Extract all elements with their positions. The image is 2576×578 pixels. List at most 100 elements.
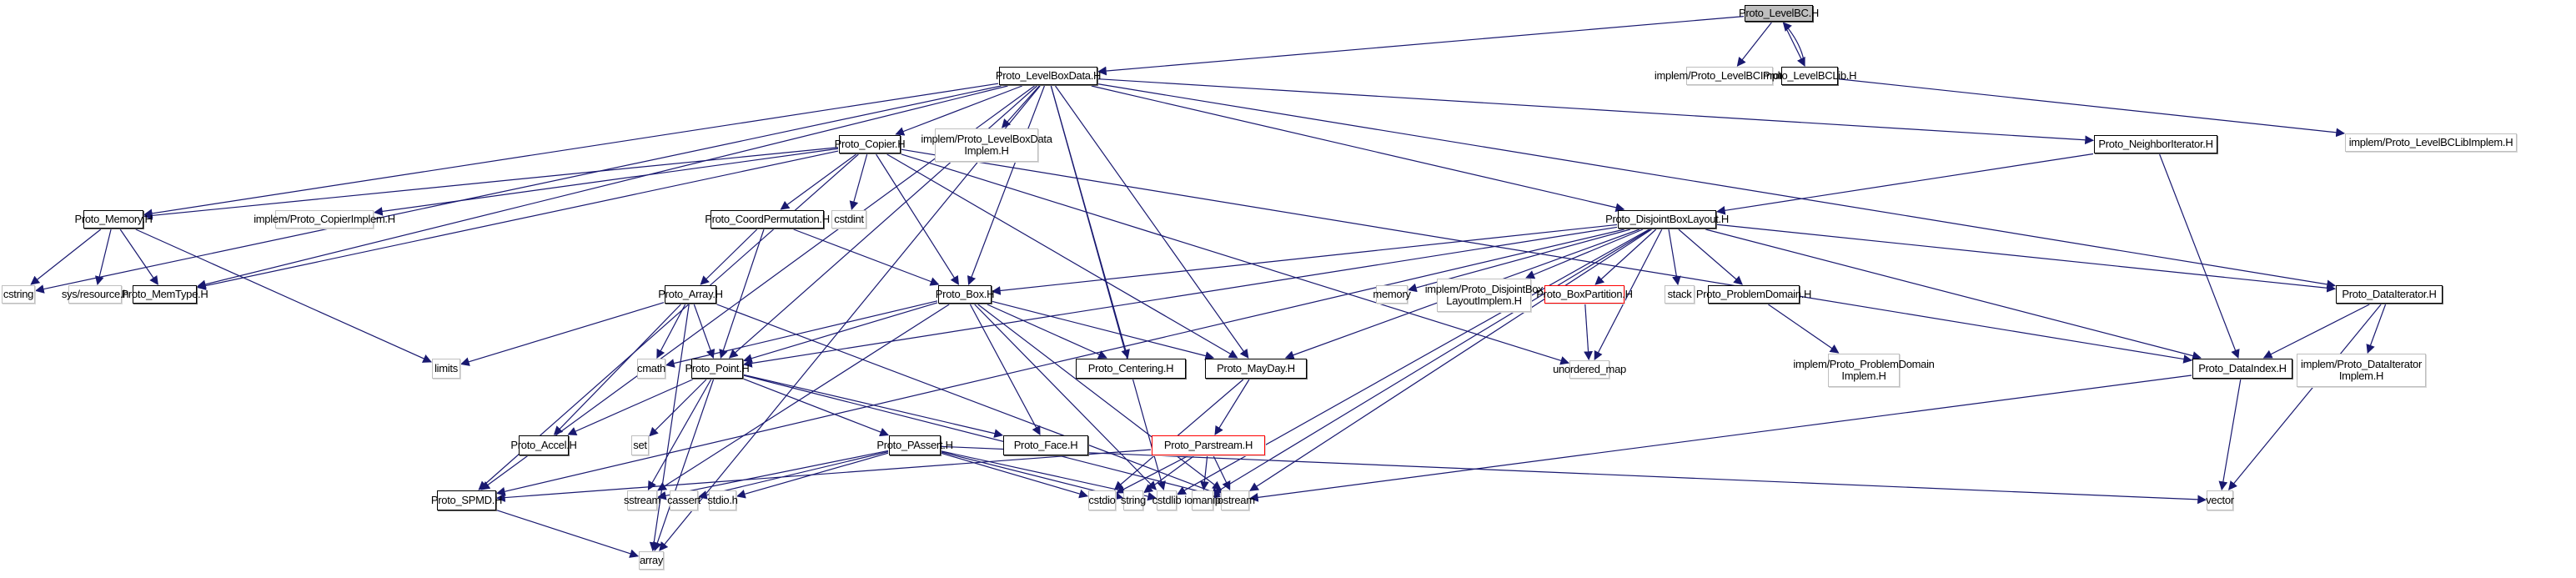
edge-passert-to-vector	[941, 445, 2207, 505]
node-dblimplem: implem/Proto_DisjointBox LayoutImplem.H	[1425, 279, 1544, 312]
node-spmd[interactable]: Proto_SPMD.H	[431, 490, 502, 510]
node-dataindex[interactable]: Proto_DataIndex.H	[2192, 359, 2292, 379]
edge-parstream-to-iomanip	[1200, 455, 1209, 491]
node-memory: memory	[1373, 285, 1411, 304]
edge-array_h-to-iostream	[716, 304, 1222, 496]
node-coordperm[interactable]: Proto_CoordPermutation.H	[705, 210, 830, 229]
edge-lbd-to-dbl	[1091, 85, 1625, 213]
edge-lbd-to-memtype	[196, 85, 1008, 289]
node-mayday[interactable]: Proto_MayDay.H	[1205, 359, 1307, 379]
edge-point-to-face	[743, 374, 1004, 438]
edge-point-to-set	[649, 379, 707, 437]
edge-dbl-to-stack	[1668, 229, 1681, 286]
edge-dataiter-to-dataiterimplem	[2366, 304, 2387, 354]
edge-copier-to-copierimplem	[373, 148, 839, 216]
node-cstdint: cstdint	[831, 210, 866, 229]
edge-lbd-to-memory_h	[143, 83, 999, 219]
edge-array_h-to-point	[693, 304, 716, 359]
node-point[interactable]: Proto_Point.H	[685, 359, 750, 379]
edge-boxpart-to-umap	[1584, 304, 1593, 361]
node-cstdio: cstdio	[1088, 490, 1116, 510]
edge-array_h-to-array	[649, 304, 690, 552]
edge-probdom-to-probdomimplem	[1768, 304, 1840, 354]
edge-copier-to-coordperm	[780, 153, 856, 210]
edge-copier-to-box	[876, 153, 959, 285]
node-probdomimplem: implem/Proto_ProblemDomain Implem.H	[1793, 354, 1935, 387]
edge-coordperm-to-array_h	[700, 229, 758, 285]
node-box[interactable]: Proto_Box.H	[936, 285, 995, 304]
node-stdioh: stdio.h	[707, 490, 738, 510]
node-lbd[interactable]: Proto_LevelBoxData.H	[996, 67, 1101, 85]
node-neighbor[interactable]: Proto_NeighborIterator.H	[2094, 135, 2217, 153]
node-centering[interactable]: Proto_Centering.H	[1076, 359, 1186, 379]
node-vector: vector	[2206, 490, 2234, 510]
edge-box-to-centering	[987, 304, 1107, 359]
edge-dbl-to-iomanip	[1213, 229, 1651, 495]
node-sysres: sys/resource.h	[62, 285, 128, 304]
edge-parstream-to-cstdio	[1116, 455, 1188, 494]
edge-copier-to-mayday	[886, 153, 1238, 359]
edge-box-to-face	[969, 304, 1041, 435]
edge-lbclib-to-lbclibimplem	[1838, 78, 2346, 138]
node-parstream[interactable]: Proto_Parstream.H	[1152, 435, 1265, 455]
edge-box-to-cstdlib	[974, 304, 1157, 490]
edge-box-to-sstream	[657, 304, 950, 491]
node-lbdimplem: implem/Proto_LevelBoxData Implem.H	[921, 128, 1052, 162]
node-accel[interactable]: Proto_Accel.H	[510, 435, 577, 455]
node-lbclib[interactable]: Proto_LevelBCLib.H	[1763, 67, 1857, 85]
edge-dbl-to-iostream	[1249, 229, 1652, 491]
edge-memory_h-to-limits	[135, 229, 432, 363]
node-boxpart[interactable]: Proto_BoxPartition.H	[1536, 285, 1633, 304]
edge-lbd-to-neighbor	[1097, 78, 2095, 145]
edge-parstream-to-iostream	[1213, 455, 1231, 490]
edge-dbl-to-umap	[1594, 229, 1663, 360]
edge-copier-to-dataindex	[901, 148, 2193, 364]
node-copier[interactable]: Proto_Copier.H	[835, 135, 906, 153]
node-lbcimplem: implem/Proto_LevelBCImplem.H	[1655, 67, 1805, 85]
edge-levelbc-to-lbclib	[1782, 22, 1805, 67]
edge-parstream-to-string	[1143, 455, 1194, 494]
edge-dbl-to-dataindex	[1705, 229, 2202, 360]
edge-copier-to-cstdint	[849, 153, 868, 211]
node-copierimplem: implem/Proto_CopierImplem.H	[254, 210, 395, 229]
node-memtype[interactable]: Proto_MemType.H	[122, 285, 208, 304]
node-cassert: cassert	[667, 490, 700, 510]
edge-levelbc-to-lbcimplem	[1736, 22, 1772, 67]
node-array-h[interactable]: Proto_Array.H	[658, 285, 723, 304]
node-memory-h[interactable]: Proto_Memory.H	[74, 210, 153, 229]
node-face[interactable]: Proto_Face.H	[1003, 435, 1088, 455]
edge-dbl-to-dataiter	[1716, 224, 2337, 293]
edge-box-to-mayday	[992, 300, 1215, 360]
edge-dbl-to-cstdlib	[1177, 229, 1650, 495]
node-dataiter[interactable]: Proto_DataIterator.H	[2336, 285, 2443, 304]
edge-point-to-iostream	[743, 374, 1222, 500]
edge-copier-to-memtype	[196, 150, 839, 290]
node-dbl[interactable]: Proto_DisjointBoxLayout.H	[1605, 210, 1729, 229]
edge-copier-to-umap	[901, 153, 1570, 365]
node-probdom[interactable]: Proto_ProblemDomain.H	[1696, 285, 1811, 304]
edge-dataiter-to-dataindex	[2262, 304, 2370, 359]
edge-box-to-point	[742, 302, 938, 363]
edge-dataindex-to-vector	[2218, 379, 2242, 491]
node-levelbc[interactable]: Proto_LevelBC.H	[1739, 5, 1819, 22]
edge-point-to-passert	[743, 378, 890, 437]
node-cstring: cstring	[2, 285, 35, 304]
node-passert[interactable]: Proto_PAssert.H	[876, 435, 953, 455]
edge-memory_h-to-memtype	[119, 229, 158, 285]
edge-lbd-to-copier	[895, 85, 1022, 136]
edge-array_h-to-cmath	[656, 304, 686, 359]
edge-box-to-iostream	[977, 304, 1222, 490]
edge-dbl-to-spmd	[495, 229, 1624, 496]
edge-neighbor-to-dataindex	[2159, 153, 2240, 359]
edge-lbd-to-dataiter	[1097, 83, 2337, 289]
edge-neighbor-to-dbl	[1715, 153, 2094, 215]
node-limits: limits	[432, 359, 460, 379]
node-iomanip: iomanip	[1184, 490, 1221, 510]
edge-coordperm-to-point	[719, 229, 765, 359]
edge-dbl-to-memory	[1407, 229, 1631, 293]
edge-box-to-cmath	[665, 300, 938, 368]
edge-point-to-array	[653, 379, 715, 552]
edge-spmd-to-array	[496, 510, 640, 558]
